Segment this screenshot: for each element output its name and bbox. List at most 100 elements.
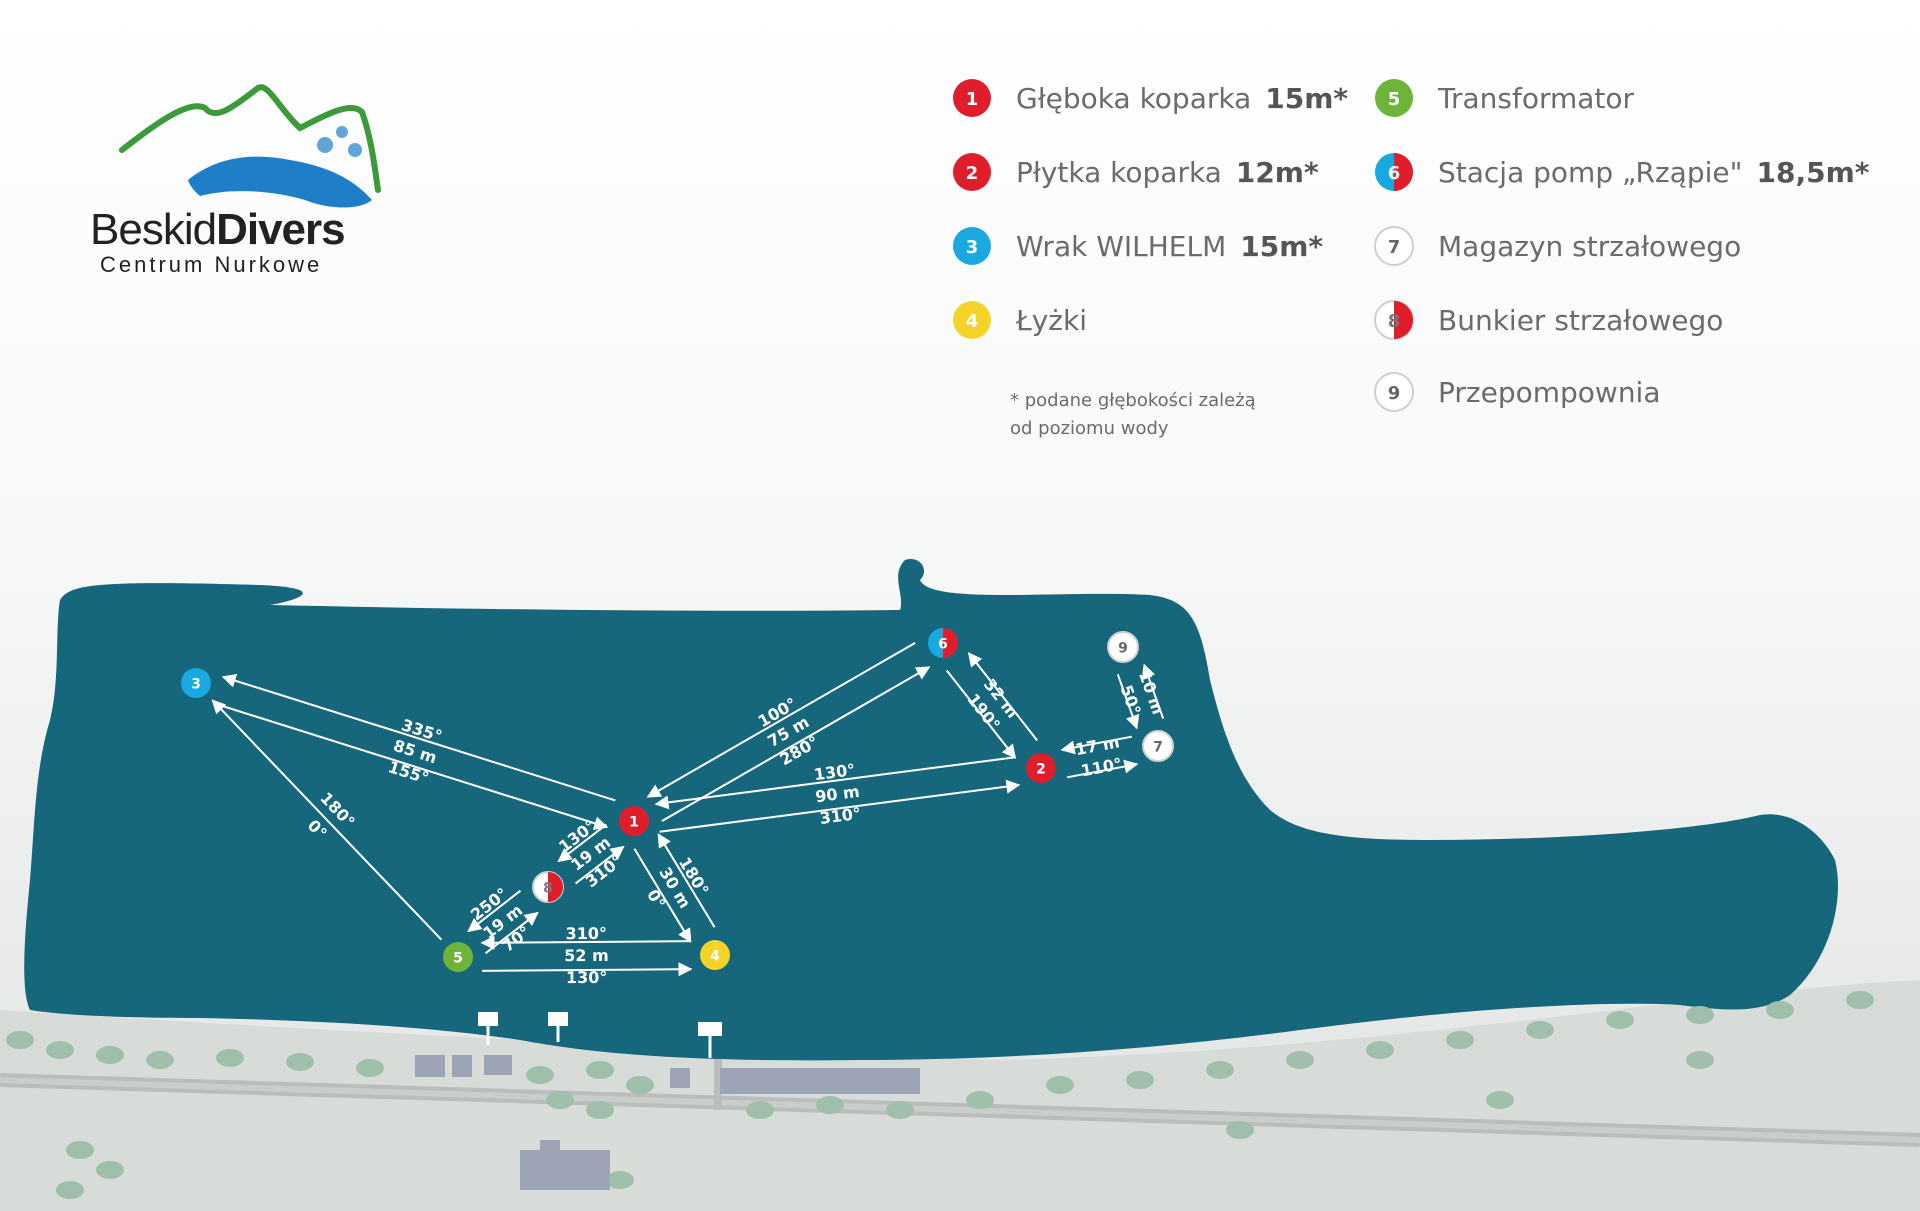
tree-shape — [66, 1141, 94, 1159]
route-arrow — [557, 823, 608, 863]
route-arrow — [214, 702, 609, 831]
route-arrow — [1116, 673, 1140, 730]
legend-label: Łyżki — [1015, 304, 1087, 337]
tree-shape — [96, 1046, 124, 1064]
legend-depth: 15m* — [1265, 82, 1348, 115]
legend-marker[interactable]: 2 — [953, 153, 991, 191]
legend-marker[interactable]: 3 — [953, 227, 991, 265]
tree-shape — [626, 1076, 654, 1094]
tree-shape — [746, 1101, 774, 1119]
marker-number: 5 — [453, 951, 463, 967]
route-label: 52 m — [564, 946, 609, 965]
marker-number: 7 — [1388, 237, 1401, 258]
legend-item: 6 Stacja pomp „Rząpie"18,5m* — [1375, 153, 1870, 191]
bubble-icon — [348, 143, 362, 157]
legend-marker[interactable]: 5 — [1375, 79, 1413, 117]
legend-label: Magazyn strzałowego — [1438, 230, 1741, 263]
legend-marker[interactable]: 6 — [1375, 153, 1413, 191]
legend-depth: 15m* — [1240, 230, 1323, 263]
route-arrow — [657, 833, 716, 928]
tree-shape — [286, 1053, 314, 1071]
tree-shape — [1766, 1001, 1794, 1019]
map-marker-5[interactable]: 5 — [443, 942, 473, 972]
tree-shape — [1206, 1061, 1234, 1079]
marker-number: 8 — [1388, 311, 1401, 332]
legend-marker[interactable]: 4 — [953, 301, 991, 339]
tree-shape — [1366, 1041, 1394, 1059]
dive-markers: 1 2 3 4 5 6 7 8 9 — [181, 628, 1174, 972]
marker-number: 1 — [966, 89, 979, 110]
tree-shape — [96, 1161, 124, 1179]
marker-number: 9 — [1388, 383, 1401, 404]
shore-land — [0, 980, 1920, 1211]
legend-label: Stacja pomp „Rząpie"18,5m* — [1438, 156, 1870, 189]
marker-number: 4 — [710, 949, 720, 965]
legend-marker[interactable]: 8 — [1374, 300, 1414, 340]
marker-number: 1 — [629, 815, 639, 831]
route-arrow — [480, 935, 691, 950]
route-arrow — [574, 845, 625, 885]
marker-number: 2 — [1036, 762, 1046, 778]
shore-buildings — [415, 1055, 920, 1190]
tree-shape — [966, 1091, 994, 1109]
tree-shape — [1606, 1011, 1634, 1029]
legend-marker[interactable]: 7 — [1374, 226, 1414, 266]
tree-shape — [1686, 1006, 1714, 1024]
map-marker-4[interactable]: 4 — [700, 940, 730, 970]
tree-shape — [586, 1061, 614, 1079]
map-marker-1[interactable]: 1 — [619, 806, 649, 836]
marker-number: 2 — [966, 163, 979, 184]
tree-shape — [1686, 1051, 1714, 1069]
map-marker-9[interactable]: 9 — [1107, 631, 1139, 663]
tree-shape — [56, 1181, 84, 1199]
marker-number: 6 — [1388, 163, 1401, 184]
legend-label: Bunkier strzałowego — [1438, 304, 1723, 337]
diver-silhouette-icon — [188, 156, 372, 208]
route-arrow — [633, 848, 692, 943]
map-marker-6[interactable]: 6 — [928, 628, 958, 658]
legend-marker[interactable]: 1 — [953, 79, 991, 117]
map-marker-3[interactable]: 3 — [181, 668, 211, 698]
marker-number: 4 — [966, 311, 979, 332]
tree-shape — [1286, 1051, 1314, 1069]
tree-shape — [1486, 1091, 1514, 1109]
map-marker-8[interactable]: 8 — [532, 871, 564, 903]
legend-note-line2: od poziomu wody — [1010, 418, 1169, 439]
marker-number: 6 — [938, 637, 948, 653]
marker-number: 9 — [1118, 641, 1128, 657]
marker-number: 3 — [191, 677, 201, 693]
tree-shape — [586, 1101, 614, 1119]
legend-item: 4 Łyżki — [953, 301, 1087, 339]
marker-number: 8 — [543, 881, 553, 897]
route-arrow — [211, 699, 443, 941]
legend-item: 7 Magazyn strzałowego — [1374, 226, 1741, 266]
route-arrow — [646, 641, 916, 798]
shore-trees — [6, 991, 1874, 1199]
route-arrow — [1060, 735, 1133, 755]
beskid-divers-logo: BeskidDivers Centrum Nurkowe — [90, 84, 381, 277]
route-arrow — [661, 666, 931, 823]
tree-shape — [1846, 991, 1874, 1009]
route-arrow — [946, 669, 1017, 759]
tree-shape — [546, 1091, 574, 1109]
legend-label: Transformator — [1437, 82, 1635, 115]
legend-marker[interactable]: 9 — [1374, 372, 1414, 412]
tree-shape — [356, 1059, 384, 1077]
bubble-icon — [336, 126, 348, 138]
tree-shape — [1446, 1031, 1474, 1049]
map-marker-7[interactable]: 7 — [1142, 730, 1174, 762]
route-arrow — [659, 779, 1021, 833]
route-arrow — [1141, 663, 1165, 720]
map-marker-2[interactable]: 2 — [1026, 753, 1056, 783]
tree-shape — [526, 1066, 554, 1084]
tree-shape — [6, 1031, 34, 1049]
tree-shape — [1226, 1121, 1254, 1139]
